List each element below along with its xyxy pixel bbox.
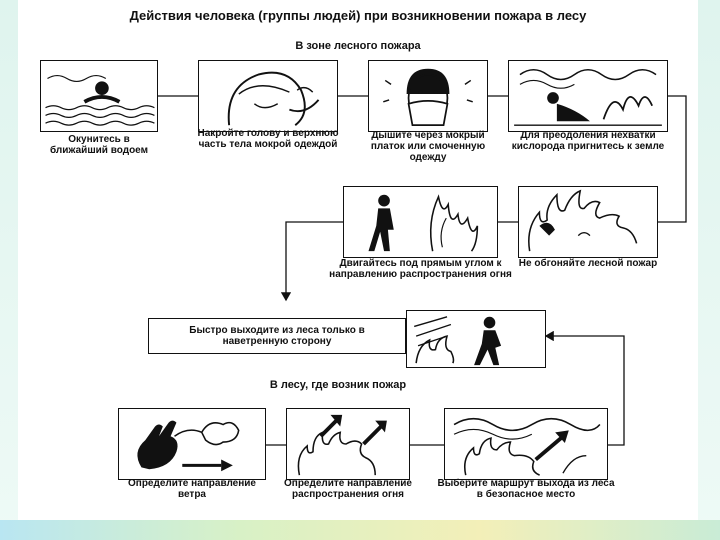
slide-background-strip <box>0 520 720 540</box>
caption-step-3: Дышите через мокрый платок или смоченную… <box>370 130 486 163</box>
p10-escape-route-icon <box>444 408 608 480</box>
connector-5-7 <box>280 221 343 302</box>
section-heading-fire-zone: В зоне лесного пожара <box>295 40 421 52</box>
caption-step-9: Определите направление распространения о… <box>284 478 412 500</box>
caption-step-4: Для преодоления нехватки кислорода пригн… <box>511 130 665 152</box>
caption-step-1: Окунитесь в ближайший водоем <box>49 134 149 156</box>
section-heading-fire-start: В лесу, где возник пожар <box>269 379 407 391</box>
flow-connectors <box>158 95 687 446</box>
diagram-sheet: Действия человека (группы людей) при воз… <box>18 0 698 526</box>
diagram-title: Действия человека (группы людей) при воз… <box>129 8 587 23</box>
connector-10-7 <box>544 330 625 446</box>
caption-step-8: Определите направление ветра <box>128 478 256 500</box>
step-7-box: Быстро выходите из леса только в наветре… <box>148 318 406 354</box>
p3-breathing-through-cloth-icon <box>368 60 488 132</box>
p8-wind-direction-hand-icon <box>118 408 266 480</box>
connector-4-6 <box>658 95 687 223</box>
p1-swimmer-in-water-icon <box>40 60 158 132</box>
p7-person-running-from-fire-icon <box>406 310 546 368</box>
caption-step-6: Не обгоняйте лесной пожар <box>518 258 658 269</box>
p5-person-walking-from-fire-icon <box>343 186 498 258</box>
p6-flames-icon <box>518 186 658 258</box>
caption-step-2: Накройте голову и верхнюю часть тела мок… <box>197 128 339 150</box>
caption-step-7: Быстро выходите из леса только в наветре… <box>189 325 365 347</box>
p4-person-crouching-icon <box>508 60 668 132</box>
p9-fire-spread-arrows-icon <box>286 408 410 480</box>
p2-head-covered-with-cloth-icon <box>198 60 338 132</box>
caption-step-10: Выберите маршрут выхода из леса в безопа… <box>437 478 615 500</box>
caption-step-5: Двигайтесь под прямым углом к направлени… <box>329 258 512 280</box>
